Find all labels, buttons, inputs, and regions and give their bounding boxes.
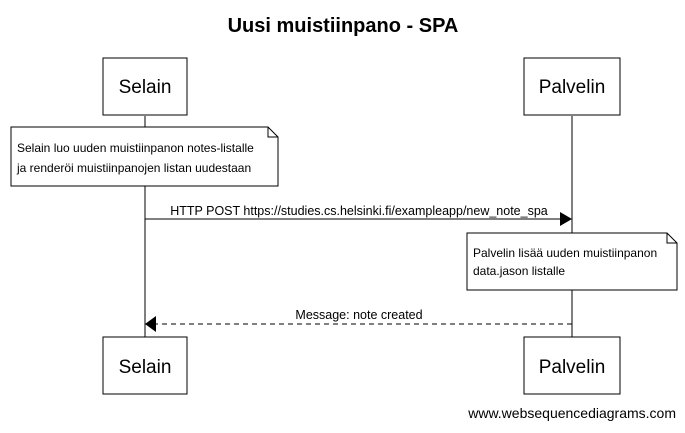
- message-http-post-label: HTTP POST https://studies.cs.helsinki.fi…: [170, 204, 548, 218]
- actor-box-palvelin-top: Palvelin: [523, 57, 621, 116]
- actor-label-selain-bottom: Selain: [119, 357, 172, 378]
- note-selain-line-1: Selain luo uuden muistiinpanon notes-lis…: [17, 141, 254, 155]
- note-selain: Selain luo uuden muistiinpanon notes-lis…: [10, 126, 279, 187]
- message-note-created: Message: note created: [145, 308, 572, 332]
- note-palvelin: Palvelin lisää uuden muistiinpanon data.…: [466, 232, 678, 291]
- footer-credit: www.websequencediagrams.com: [467, 405, 676, 421]
- actor-box-selain-bottom: Selain: [102, 336, 188, 395]
- note-selain-line-2: ja renderöi muistiinpanojen listan uudes…: [16, 161, 251, 175]
- note-palvelin-line-2: data.jason listalle: [473, 264, 565, 278]
- actor-label-selain-top: Selain: [119, 77, 172, 98]
- diagram-title: Uusi muistiinpano - SPA: [228, 15, 459, 37]
- actor-label-palvelin-bottom: Palvelin: [539, 357, 606, 378]
- actor-box-palvelin-bottom: Palvelin: [523, 336, 621, 395]
- message-http-post: HTTP POST https://studies.cs.helsinki.fi…: [145, 204, 572, 226]
- actor-box-selain-top: Selain: [102, 57, 188, 116]
- message-note-created-label: Message: note created: [295, 308, 422, 322]
- actor-label-palvelin-top: Palvelin: [539, 77, 606, 98]
- message-note-created-arrowhead: [145, 316, 156, 332]
- note-palvelin-line-1: Palvelin lisää uuden muistiinpanon: [473, 246, 657, 260]
